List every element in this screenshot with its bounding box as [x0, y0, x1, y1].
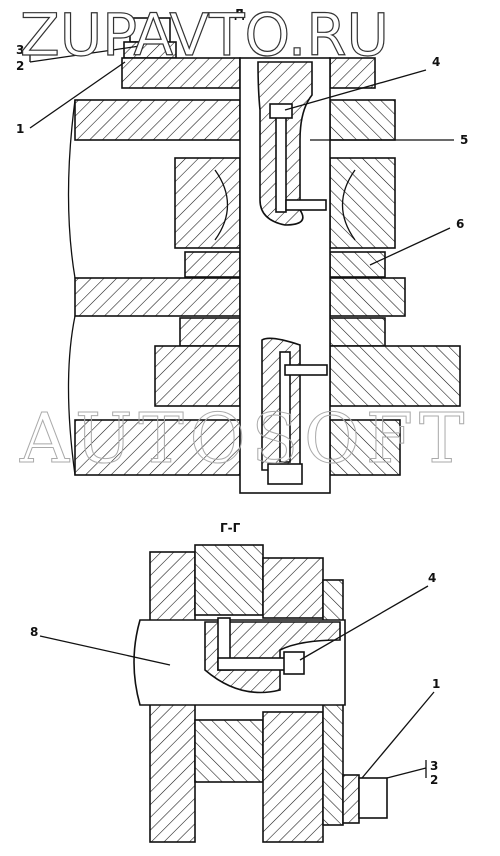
sec-bottom-block	[194, 719, 264, 783]
section-title: Г-Г	[220, 521, 241, 535]
callout-2-top: 2	[16, 59, 24, 73]
callout-3-sec: 3	[430, 759, 438, 773]
sec-top-block	[194, 544, 264, 616]
callout-8-sec: 8	[30, 625, 38, 639]
top-view-leaders	[29, 45, 454, 266]
sec-washer	[342, 774, 360, 824]
section-mark-d: Д	[234, 7, 245, 21]
lower-ring-left	[179, 317, 241, 347]
grease-channel-cross-lower	[284, 364, 328, 376]
upper-plate-right	[329, 99, 396, 141]
top-flange-left	[121, 57, 241, 89]
middle-plate-left	[74, 277, 241, 317]
sec-channel-horizontal	[217, 657, 289, 671]
section-view-assembly	[133, 544, 388, 843]
sec-bolt-head	[358, 777, 388, 819]
watermark-middle: AUTOSOFT	[19, 400, 470, 479]
bearing-curve-right	[342, 169, 356, 241]
lower-housing-right	[329, 345, 461, 407]
middle-plate-right	[329, 277, 406, 317]
callout-1-sec: 1	[432, 677, 440, 691]
sec-grease-fitting	[283, 651, 305, 675]
sec-top-right-block	[262, 557, 324, 619]
upper-plate-left	[74, 99, 241, 141]
break-line	[67, 99, 76, 476]
callout-5-top: 5	[460, 133, 468, 147]
bottom-plate-right	[329, 419, 401, 476]
sec-bottom-right-block	[262, 711, 324, 843]
bearing-curve-left	[214, 169, 228, 241]
grease-channel-lower	[279, 351, 291, 463]
callout-2-sec: 2	[430, 773, 438, 787]
bearing-housing-left	[174, 157, 241, 249]
callout-3-top: 3	[16, 43, 24, 57]
mid-ring-left	[184, 251, 241, 278]
grease-fitting-upper	[269, 103, 293, 119]
watermark-top: ZUPAVTO.RU	[20, 1, 389, 69]
mid-ring-right	[329, 251, 386, 278]
lower-housing-left	[154, 345, 241, 407]
grease-fitting-lower	[267, 463, 303, 485]
grease-channel-upper	[275, 111, 287, 213]
grease-channel-cross	[285, 199, 327, 211]
callout-4-top: 4	[432, 55, 440, 69]
bottom-plate-left	[74, 419, 241, 476]
section-view-leaders	[39, 585, 435, 779]
callout-6-top: 6	[456, 217, 464, 231]
callout-1-top: 1	[16, 122, 24, 136]
callout-4-sec: 4	[428, 571, 436, 585]
bearing-housing-right	[329, 157, 396, 249]
top-view-assembly	[67, 17, 461, 494]
lower-ring-right	[329, 317, 386, 347]
